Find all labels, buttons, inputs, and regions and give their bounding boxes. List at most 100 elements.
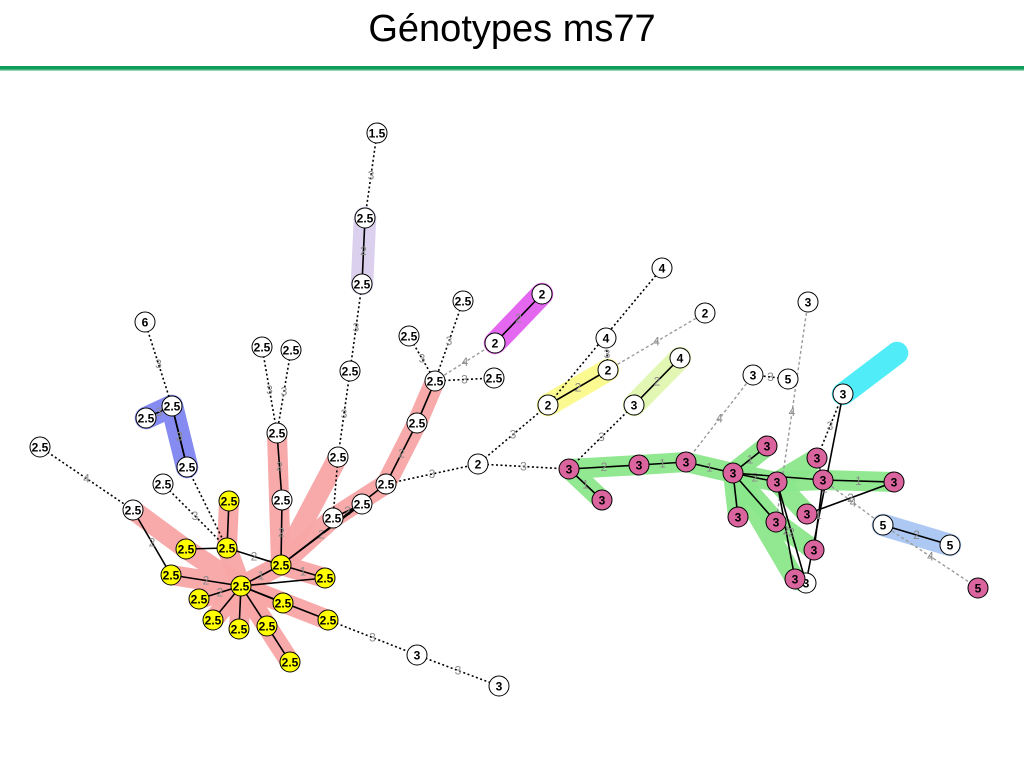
edge (882, 524, 979, 589)
node-circle (939, 534, 961, 556)
genotype-node: 3 (675, 451, 697, 473)
node-circle (766, 471, 788, 493)
genotype-node: 2.5 (327, 446, 349, 468)
edge-weight-label: 2 (601, 460, 608, 474)
genotype-node: 4 (595, 327, 617, 349)
node-label: 3 (730, 467, 737, 481)
edge-weight-label: 4 (789, 405, 796, 419)
node-label: 2.5 (205, 614, 222, 628)
edge (39, 446, 134, 511)
node-label: 2.5 (138, 412, 155, 426)
edge-weight-label: 3 (156, 405, 163, 419)
genotype-node: 2.5 (483, 367, 505, 389)
node-label: 2.5 (317, 572, 334, 586)
node-label: 2 (702, 307, 709, 321)
genotype-node: 3 (883, 471, 905, 493)
node-label: 1.5 (369, 127, 386, 141)
node-circle (251, 336, 273, 358)
group-halo (271, 447, 348, 575)
edge-weight-label: 2 (788, 526, 795, 540)
genotype-node: 2.5 (398, 325, 420, 347)
node-label: 2 (545, 399, 552, 413)
node-circle (406, 644, 428, 666)
genotype-node: 5 (939, 534, 961, 556)
node-circle (591, 489, 613, 511)
node-circle (597, 359, 619, 381)
edge (547, 267, 663, 406)
edge (568, 464, 640, 470)
node-label: 3 (805, 296, 812, 310)
node-label: 3 (735, 511, 742, 525)
node-label: 2.5 (330, 451, 347, 465)
node-label: 2.5 (486, 372, 503, 386)
genotype-node: 3 (756, 435, 778, 457)
node-label: 5 (947, 539, 954, 553)
edge-weight-label: 2 (398, 447, 405, 461)
edge (822, 479, 884, 526)
node-label: 2.5 (269, 427, 286, 441)
node-label: 2.5 (357, 212, 374, 226)
node-label: 3 (496, 680, 503, 694)
node-circle (351, 273, 373, 295)
edge-weight-label: 3 (266, 383, 273, 397)
edge (280, 499, 283, 566)
edge (337, 370, 351, 458)
edge-weight-label: 3 (281, 385, 288, 399)
node-label: 5 (975, 582, 982, 596)
group-halo (831, 341, 909, 406)
node-circle (122, 499, 144, 521)
genotype-node: 2.5 (29, 436, 51, 458)
edge (434, 300, 464, 382)
edge-weight-label: 4 (83, 472, 90, 486)
genotype-node: 5 (872, 514, 894, 536)
edge (477, 463, 570, 470)
edge-weight-label: 1 (659, 457, 666, 471)
genotype-node: 2.5 (228, 618, 250, 640)
edge-weight-label: 3 (520, 460, 527, 474)
edge-weight-label: 2 (344, 504, 351, 518)
edge-weight-label: 3 (446, 334, 453, 348)
genotype-node: 2.5 (317, 609, 339, 631)
genotype-node: 1.5 (366, 122, 388, 144)
genotype-node: 5 (967, 577, 989, 599)
node-label: 2.5 (282, 656, 299, 670)
edge-weight-label: 2 (575, 381, 582, 395)
node-circle (322, 507, 344, 529)
genotype-node: 2.5 (122, 499, 144, 521)
edge-weight-label: 2 (251, 550, 258, 564)
edge-weight-label: 3 (192, 509, 199, 523)
genotype-node: 2.5 (188, 588, 210, 610)
node-label: 2.5 (320, 614, 337, 628)
node-circle (483, 367, 505, 389)
edge-weight-label: 2 (276, 460, 283, 474)
edge-weight-label: 3 (341, 407, 348, 421)
genotype-node: 2 (537, 394, 559, 416)
genotype-node: 3 (796, 503, 818, 525)
edge-weight-label: 3 (155, 357, 162, 371)
edge (385, 463, 479, 485)
genotype-node: 6 (134, 311, 156, 333)
node-circle (558, 458, 580, 480)
edge-weight-label: 2 (913, 528, 920, 542)
edge-weight-label: 3 (353, 321, 360, 335)
genotype-node: 3 (806, 447, 828, 469)
genotype-node: 2.5 (152, 473, 174, 495)
node-label: 3 (774, 476, 781, 490)
node-circle (354, 207, 376, 229)
genotype-node: 2.5 (354, 207, 376, 229)
node-label: 2.5 (273, 559, 290, 573)
edge-weight-label: 4 (927, 550, 934, 564)
edge (261, 346, 278, 434)
node-circle (279, 651, 301, 673)
node-label: 2.5 (164, 400, 181, 414)
genotype-node: 2 (531, 283, 553, 305)
node-label: 3 (820, 474, 827, 488)
node-circle (467, 453, 489, 475)
genotype-node: 2.5 (270, 554, 292, 576)
node-circle (188, 588, 210, 610)
genotype-node: 3 (628, 454, 650, 476)
node-label: 2.5 (274, 494, 291, 508)
node-label: 3 (792, 573, 799, 587)
node-label: 2.5 (219, 542, 236, 556)
edge-weight-label: 3 (429, 467, 436, 481)
